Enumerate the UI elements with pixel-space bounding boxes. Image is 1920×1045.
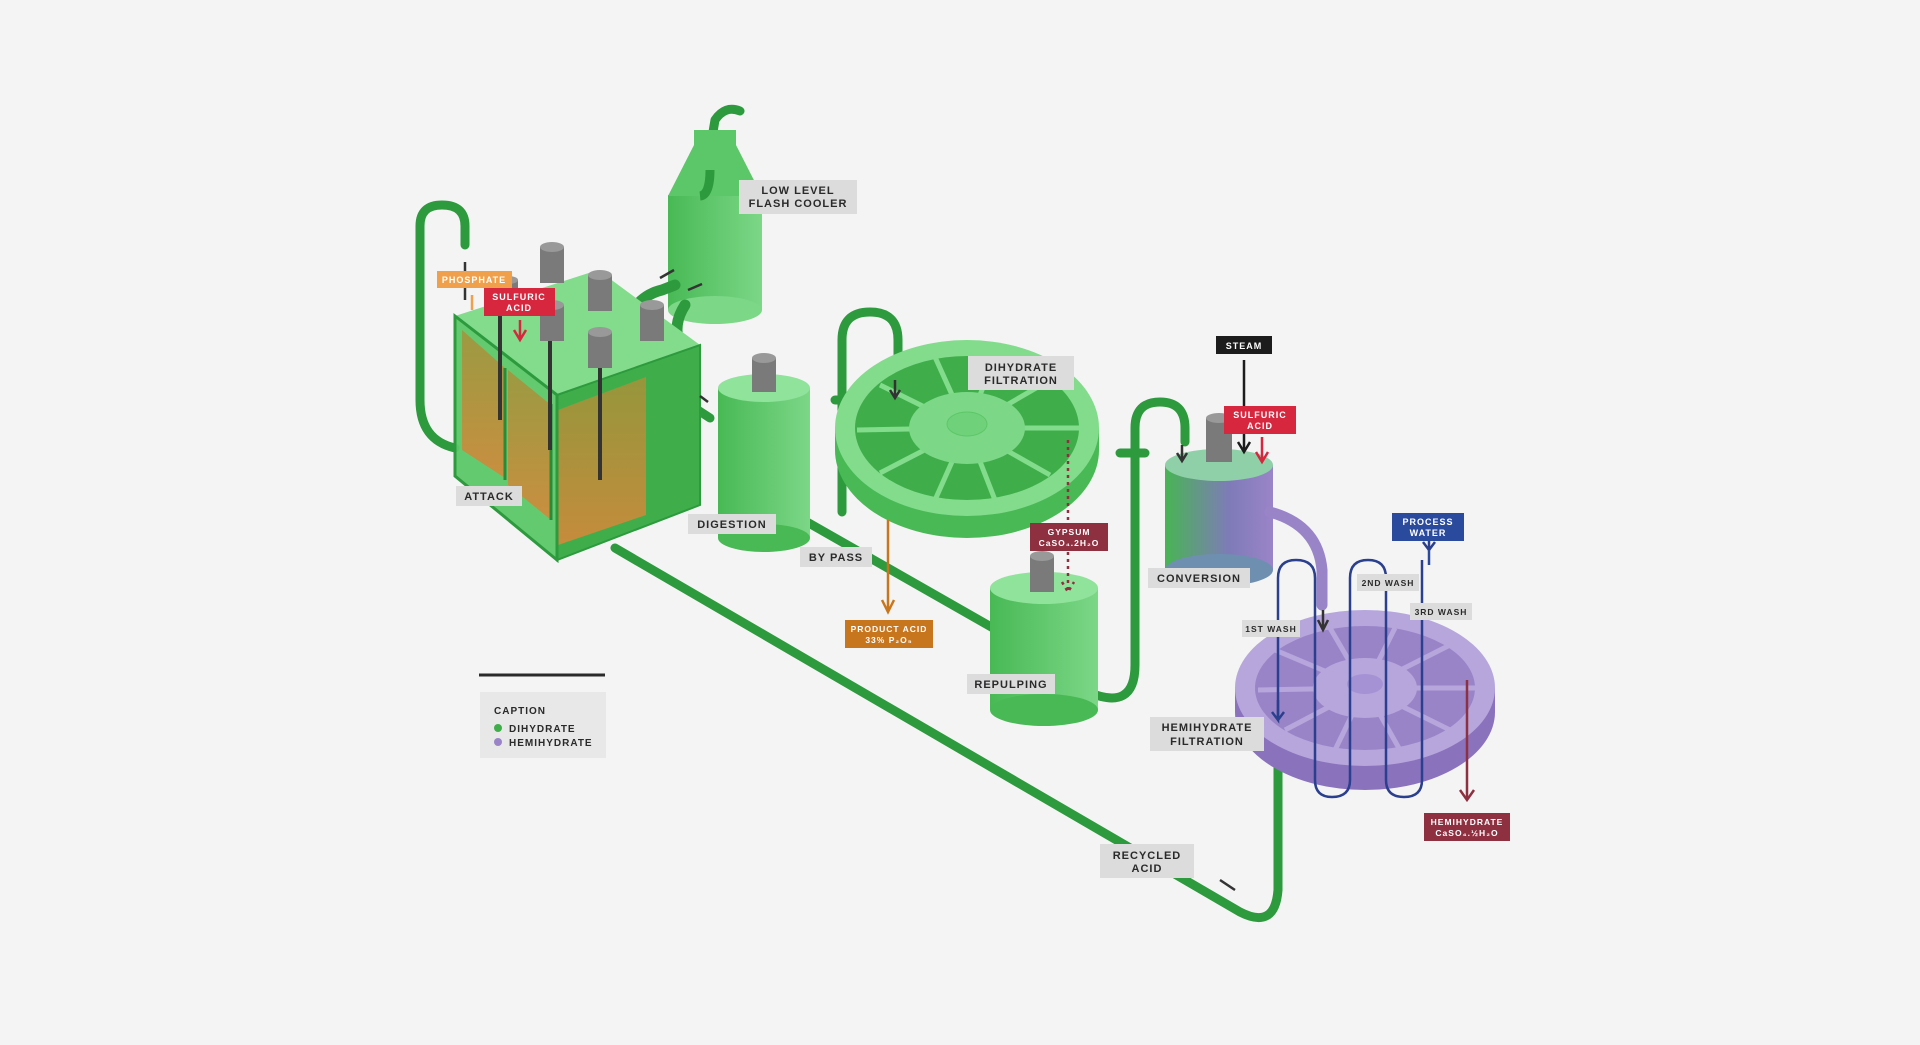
svg-text:DIHYDRATE: DIHYDRATE — [985, 362, 1057, 374]
legend-title: CAPTION — [494, 706, 546, 717]
label-hemihydrate-filtration: HEMIHYDRATE FILTRATION — [1150, 717, 1264, 751]
label-low-level-flash-cooler: LOW LEVEL FLASH COOLER — [739, 180, 857, 214]
label-phosphate: PHOSPHATE — [437, 271, 512, 288]
label-hemihydrate-product: HEMIHYDRATE CaSO₄.½H₂O — [1424, 813, 1510, 841]
svg-text:CaSO₄.½H₂O: CaSO₄.½H₂O — [1435, 828, 1498, 838]
feed-arrows — [463, 262, 1431, 892]
flash-cooler — [668, 130, 762, 324]
legend: CAPTION DIHYDRATE HEMIHYDRATE — [479, 673, 606, 758]
legend-hemihydrate-swatch — [494, 738, 502, 746]
svg-text:ACID: ACID — [1247, 421, 1273, 431]
label-3rd-wash: 3RD WASH — [1410, 603, 1472, 620]
svg-text:FILTRATION: FILTRATION — [984, 375, 1058, 387]
label-sulfuric-acid-conversion: SULFURIC ACID — [1224, 406, 1296, 434]
svg-text:HEMIHYDRATE: HEMIHYDRATE — [1162, 722, 1253, 734]
svg-text:1ST WASH: 1ST WASH — [1245, 624, 1296, 634]
svg-text:RECYCLED: RECYCLED — [1113, 850, 1182, 862]
svg-text:STEAM: STEAM — [1226, 341, 1263, 351]
legend-dihydrate-swatch — [494, 724, 502, 732]
svg-text:ACID: ACID — [506, 303, 532, 313]
svg-text:SULFURIC: SULFURIC — [1233, 410, 1287, 420]
svg-text:33% P₂O₅: 33% P₂O₅ — [865, 635, 912, 645]
dihydrate-filter — [835, 340, 1099, 538]
svg-text:FILTRATION: FILTRATION — [1170, 736, 1244, 748]
svg-text:PRODUCT ACID: PRODUCT ACID — [851, 624, 928, 634]
label-conversion: CONVERSION — [1148, 568, 1250, 588]
svg-text:PHOSPHATE: PHOSPHATE — [442, 275, 506, 285]
label-gypsum: GYPSUM CaSO₄.2H₂O — [1030, 523, 1108, 551]
label-by-pass: BY PASS — [800, 547, 872, 567]
legend-dihydrate: DIHYDRATE — [509, 724, 576, 735]
label-dihydrate-filtration: DIHYDRATE FILTRATION — [968, 356, 1074, 390]
label-sulfuric-acid-attack: SULFURIC ACID — [484, 288, 555, 316]
hemihydrate-discharge — [1458, 680, 1476, 803]
svg-text:REPULPING: REPULPING — [974, 679, 1047, 691]
svg-text:CONVERSION: CONVERSION — [1157, 573, 1241, 585]
svg-text:SULFURIC: SULFURIC — [492, 292, 546, 302]
label-repulping: REPULPING — [967, 674, 1055, 694]
label-2nd-wash: 2ND WASH — [1357, 574, 1419, 591]
attack-reactor — [453, 242, 701, 564]
label-1st-wash: 1ST WASH — [1242, 620, 1300, 637]
recycled-acid-pipe — [415, 104, 1283, 923]
label-recycled-acid: RECYCLED ACID — [1100, 844, 1194, 878]
label-product-acid: PRODUCT ACID 33% P₂O₅ — [845, 620, 933, 648]
svg-text:GYPSUM: GYPSUM — [1048, 527, 1091, 537]
label-attack: ATTACK — [456, 486, 522, 506]
svg-text:LOW LEVEL: LOW LEVEL — [761, 185, 834, 197]
hemihydrate-filter — [1235, 610, 1495, 790]
legend-hemihydrate: HEMIHYDRATE — [509, 738, 593, 749]
svg-text:FLASH COOLER: FLASH COOLER — [749, 198, 848, 210]
svg-text:BY PASS: BY PASS — [809, 552, 863, 564]
svg-text:PROCESS: PROCESS — [1402, 517, 1453, 527]
label-process-water: PROCESS WATER — [1392, 513, 1464, 541]
svg-text:HEMIHYDRATE: HEMIHYDRATE — [1431, 817, 1504, 827]
label-steam: STEAM — [1216, 336, 1272, 354]
svg-text:CaSO₄.2H₂O: CaSO₄.2H₂O — [1039, 538, 1100, 548]
svg-text:3RD WASH: 3RD WASH — [1415, 607, 1468, 617]
svg-text:ATTACK: ATTACK — [464, 491, 514, 503]
svg-text:2ND WASH: 2ND WASH — [1362, 578, 1415, 588]
svg-text:DIGESTION: DIGESTION — [697, 519, 767, 531]
svg-text:WATER: WATER — [1410, 528, 1447, 538]
svg-text:ACID: ACID — [1132, 863, 1163, 875]
label-digestion: DIGESTION — [688, 514, 776, 534]
repulping-tank — [990, 551, 1098, 726]
